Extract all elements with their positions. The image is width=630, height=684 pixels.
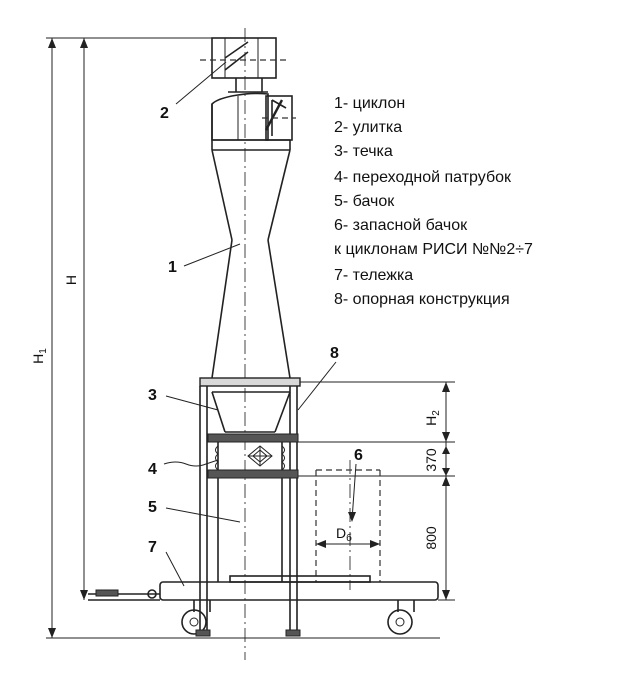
callout-7: 7 (148, 539, 157, 556)
svg-text:370: 370 (423, 448, 439, 472)
legend-item-6: 6- запасной бачок (334, 217, 468, 234)
dimension-lines (46, 37, 455, 639)
svg-text:800: 800 (423, 526, 439, 550)
transition-piece (207, 433, 455, 479)
spare-bin (315, 460, 381, 590)
legend-item-5: 5- бачок (334, 193, 395, 210)
legend-item-3: 3- течка (334, 143, 393, 160)
callout-8: 8 (330, 345, 339, 362)
callout-3: 3 (148, 387, 157, 404)
legend: 1- циклон 2- улитка 3- течка 4- переходн… (334, 95, 533, 308)
callout-4: 4 (148, 461, 157, 478)
cyclone-body (211, 139, 291, 379)
legend-item-4: 4- переходной патрубок (334, 169, 512, 186)
leader-lines (163, 61, 357, 587)
callout-5: 5 (148, 499, 157, 516)
clamp-symbol (247, 445, 273, 467)
svg-text:H: H (63, 275, 79, 285)
hopper (211, 391, 291, 433)
bin (217, 478, 283, 582)
callout-1: 1 (168, 259, 177, 276)
snail (211, 92, 296, 141)
trolley (88, 575, 440, 639)
800-label: 800 (423, 526, 439, 550)
legend-item-6-cont: к циклонам РИСИ №№2÷7 (334, 241, 533, 258)
370-label: 370 (423, 448, 439, 472)
legend-item-1: 1- циклон (334, 95, 405, 112)
callout-6: 6 (354, 447, 363, 464)
legend-item-8: 8- опорная конструкция (334, 291, 510, 308)
svg-text:H1: H1 (30, 348, 49, 364)
d6-label: Dб (336, 525, 352, 544)
svg-text:H2: H2 (423, 410, 442, 426)
h-label: H (63, 275, 79, 285)
legend-item-7: 7- тележка (334, 267, 413, 284)
support-frame (199, 377, 455, 632)
top-outlet (200, 37, 290, 93)
legend-item-2: 2- улитка (334, 119, 402, 136)
h1-label: H1 (30, 348, 49, 364)
callout-2: 2 (160, 105, 169, 122)
h2-label: H2 (423, 410, 442, 426)
